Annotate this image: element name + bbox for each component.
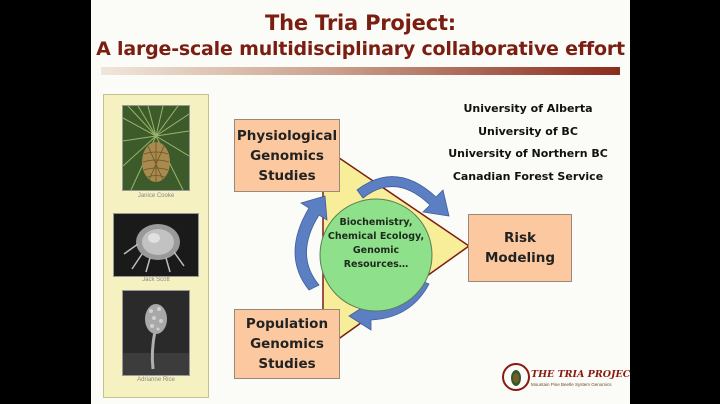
beetle-micrograph-photo: [113, 213, 199, 277]
box-label: Physiological: [236, 127, 338, 144]
center-circle-label: Biochemistry, Chemical Ecology, Genomic …: [316, 216, 436, 272]
logo-seal-icon: [502, 363, 530, 391]
center-circle: [319, 198, 433, 312]
center-line: Resources…: [343, 259, 409, 270]
institution: Canadian Forest Service: [452, 169, 604, 183]
box-label: Population: [245, 316, 329, 332]
logo-subtitle: Mountain Pine Beetle System Genomics: [531, 382, 612, 387]
center-line: Biochemistry,: [339, 217, 413, 228]
title-underline-bar: [101, 67, 620, 75]
slide: The Tria Project: A large-scale multidis…: [91, 0, 630, 404]
logo-title: THE TRIA PROJECT: [531, 369, 630, 380]
box-label: Genomics: [250, 336, 324, 352]
slide-title: The Tria Project:: [265, 11, 456, 35]
photo-credit: Adrianne Rice: [137, 377, 175, 383]
photo-panel: Janice Cooke Jack Scott: [103, 94, 209, 398]
risk-modeling-box: Risk Modeling: [468, 214, 572, 282]
fungus-micrograph-photo: [122, 290, 190, 376]
center-line: Genomic: [352, 245, 400, 256]
arrow-top-right: [356, 176, 450, 217]
physiological-genomics-box: Physiological Genomics Studies: [234, 119, 340, 192]
box-label: Genomics: [250, 147, 324, 164]
box-label: Modeling: [484, 250, 556, 266]
institutions-list: University of Alberta University of BC U…: [437, 98, 619, 188]
center-line: Chemical Ecology,: [327, 231, 425, 242]
tria-project-logo: THE TRIA PROJECT Mountain Pine Beetle Sy…: [501, 357, 630, 395]
slide-subtitle: A large-scale multidisciplinary collabor…: [96, 38, 625, 60]
institution: University of Alberta: [463, 102, 593, 115]
collaboration-diagram: [294, 145, 471, 352]
pine-cone-photo: [122, 105, 190, 191]
arrow-left: [294, 195, 328, 291]
photo-credit: Jack Scott: [142, 277, 170, 283]
box-label: Studies: [258, 356, 316, 372]
institution: University of BC: [478, 124, 578, 138]
institution: University of Northern BC: [448, 147, 608, 160]
population-genomics-box: Population Genomics Studies: [234, 309, 340, 379]
photo-credit: Janice Cooke: [137, 193, 175, 199]
box-label: Studies: [258, 167, 316, 184]
box-label: Risk: [503, 230, 537, 246]
